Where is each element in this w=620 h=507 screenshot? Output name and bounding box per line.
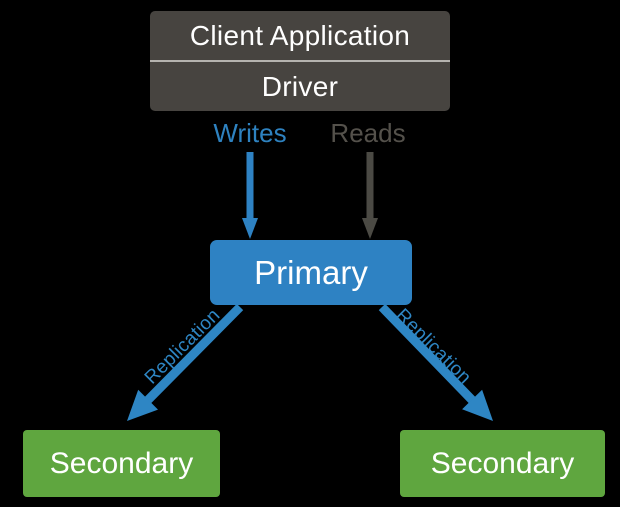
node-secondary-left: Secondary	[23, 430, 220, 497]
node-primary: Primary	[210, 240, 412, 305]
node-driver: Driver	[261, 70, 339, 102]
client-driver-divider	[150, 60, 450, 62]
writes-edge-label: Writes	[213, 117, 287, 148]
replication-right-label: Replication	[391, 304, 476, 389]
node-client-driver: Client Application Driver	[150, 11, 450, 111]
node-client-application: Client Application	[189, 19, 411, 51]
replication-arrow-left	[127, 303, 244, 421]
reads-edge-label: Reads	[330, 117, 406, 148]
writes-arrow	[242, 152, 258, 239]
replication-left-label: Replication	[140, 304, 225, 389]
node-secondary-right: Secondary	[400, 430, 605, 497]
reads-arrow	[362, 152, 378, 239]
